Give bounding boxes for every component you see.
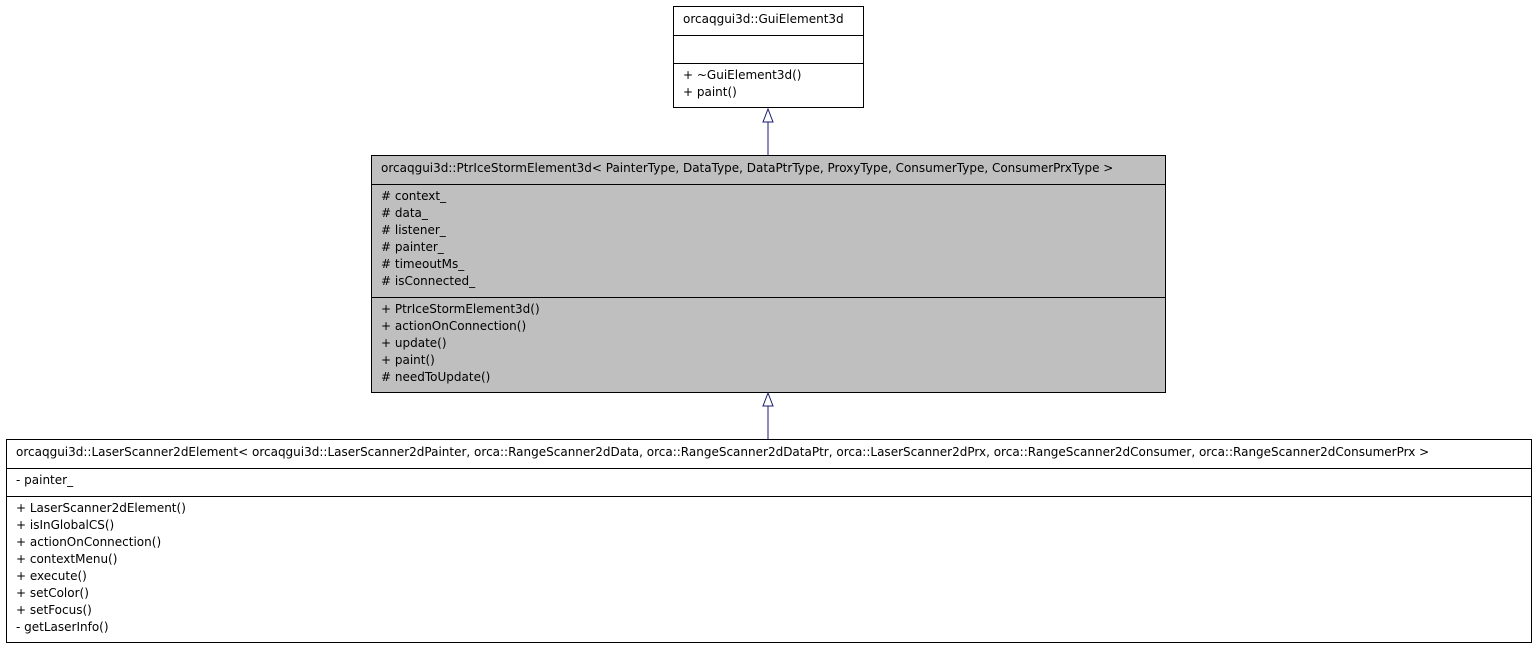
- method-item: + setFocus(): [16, 603, 92, 617]
- methods-section: + PtrIceStormElement3d() + actionOnConne…: [372, 297, 1165, 389]
- attributes-section: - painter_: [7, 468, 1531, 496]
- method-item: # needToUpdate(): [381, 370, 491, 384]
- class-name: orcaqgui3d::PtrIceStormElement3d< Painte…: [381, 161, 1114, 175]
- class-box-ptr-ice-storm-element-3d[interactable]: orcaqgui3d::PtrIceStormElement3d< Painte…: [371, 155, 1166, 393]
- method-item: + setColor(): [16, 586, 89, 600]
- class-box-gui-element-3d[interactable]: orcaqgui3d::GuiElement3d + ~GuiElement3d…: [673, 6, 864, 108]
- attributes-section: # context_ # data_ # listener_ # painter…: [372, 184, 1165, 297]
- attribute-item: # data_: [381, 206, 428, 220]
- method-item: + actionOnConnection(): [16, 535, 162, 549]
- class-name: orcaqgui3d::LaserScanner2dElement< orcaq…: [16, 445, 1430, 459]
- attribute-item: - painter_: [16, 473, 74, 487]
- method-item: + paint(): [683, 85, 737, 99]
- attribute-item: # timeoutMs_: [381, 257, 465, 271]
- method-item: + actionOnConnection(): [381, 319, 527, 333]
- method-item: + contextMenu(): [16, 552, 118, 566]
- method-item: + paint(): [381, 353, 435, 367]
- class-name: orcaqgui3d::GuiElement3d: [683, 12, 844, 26]
- method-item: + PtrIceStormElement3d(): [381, 302, 540, 316]
- method-item: + execute(): [16, 569, 87, 583]
- generalization-arrow-icon: [762, 391, 774, 407]
- methods-section: + ~GuiElement3d() + paint(): [674, 63, 863, 104]
- attribute-item: # listener_: [381, 223, 446, 237]
- method-item: + isInGlobalCS(): [16, 518, 115, 532]
- attribute-item: # painter_: [381, 240, 444, 254]
- method-item: + ~GuiElement3d(): [683, 68, 802, 82]
- attribute-item: # context_: [381, 189, 447, 203]
- method-item: + LaserScanner2dElement(): [16, 501, 186, 515]
- class-box-laser-scanner-2d-element[interactable]: orcaqgui3d::LaserScanner2dElement< orcaq…: [6, 439, 1532, 643]
- attribute-item: # isConnected_: [381, 274, 476, 288]
- methods-section: + LaserScanner2dElement() + isInGlobalCS…: [7, 496, 1531, 639]
- method-item: - getLaserInfo(): [16, 620, 109, 634]
- method-item: + update(): [381, 336, 447, 350]
- attributes-section: [674, 35, 863, 63]
- generalization-arrow-icon: [762, 107, 774, 123]
